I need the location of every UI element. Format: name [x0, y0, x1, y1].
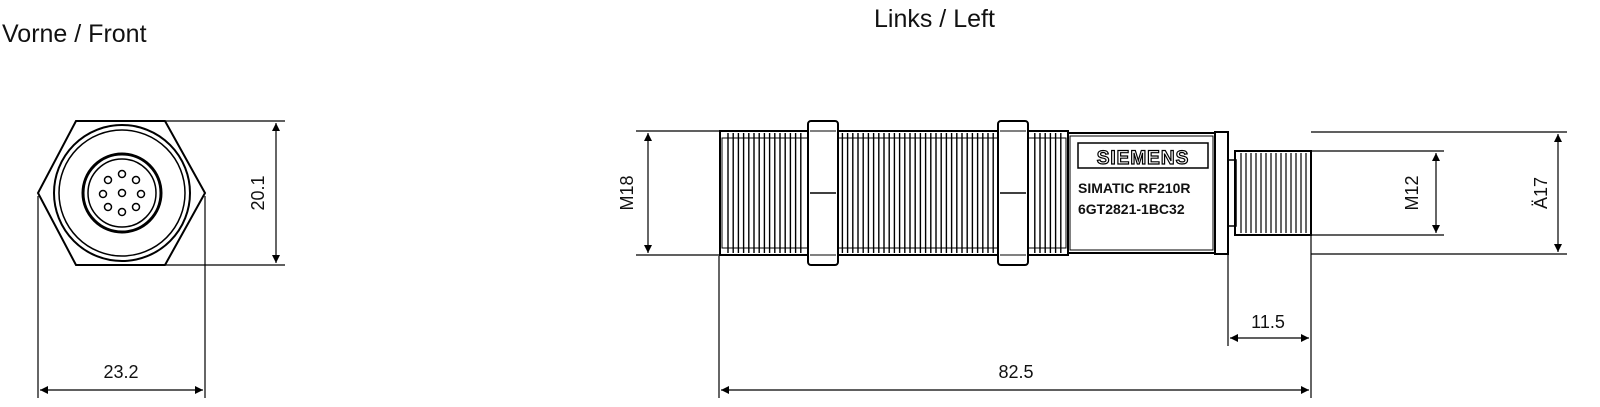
connector-circle [81, 152, 163, 234]
m12-label: M12 [1402, 175, 1422, 210]
pin [117, 207, 127, 217]
diameter-label: Ä17 [1531, 177, 1551, 209]
connector-length-label: 11.5 [1251, 312, 1285, 332]
pin [117, 169, 127, 179]
connector-inner-circle [87, 158, 157, 228]
nut-right [997, 120, 1029, 266]
flange [1214, 131, 1229, 255]
front-dimensions [37, 120, 285, 398]
total-length-label: 82.5 [998, 362, 1033, 382]
m18-label: M18 [617, 175, 637, 210]
connector-pins [98, 169, 146, 217]
left-view-title: Links / Left [874, 5, 995, 33]
front-width-label: 23.2 [103, 362, 138, 382]
pin [131, 175, 141, 185]
body-outer-circle [53, 124, 191, 262]
front-view-title: Vorne / Front [2, 20, 147, 48]
connector-thread-lines [1240, 153, 1307, 233]
pin [103, 175, 113, 185]
model-text: SIMATIC RF210R [1078, 180, 1191, 196]
thread-lines [727, 133, 1062, 253]
pin [131, 202, 141, 212]
connector-thread [1234, 150, 1312, 236]
left-dimensions [636, 130, 1567, 398]
body-ring-circle [58, 129, 186, 257]
front-view [36, 120, 207, 266]
pin [103, 202, 113, 212]
nut-left [807, 120, 839, 266]
brand-plate [1077, 142, 1209, 169]
left-view [719, 120, 1312, 266]
front-height-label: 20.1 [248, 175, 268, 210]
pin [117, 188, 127, 198]
pin [98, 189, 108, 199]
hex-nut-outline [36, 120, 207, 266]
pin [136, 189, 146, 199]
brand-text: SIEMENS [1097, 148, 1190, 169]
order-number-text: 6GT2821-1BC32 [1078, 201, 1185, 217]
